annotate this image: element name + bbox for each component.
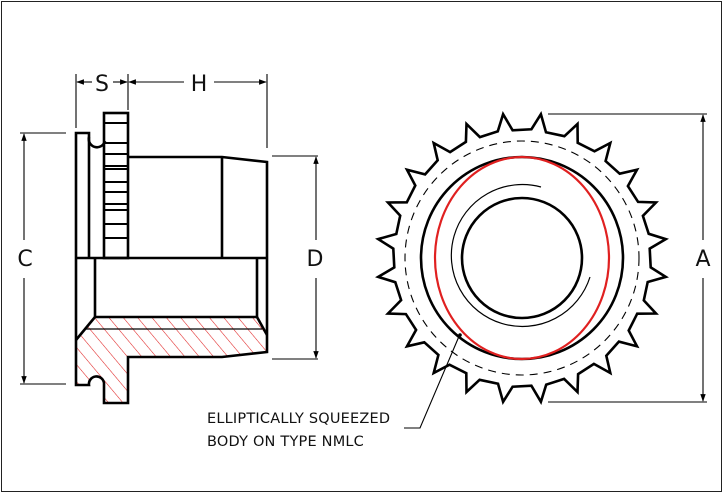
body-upper-outline — [128, 155, 269, 258]
dim-label-c: C — [17, 247, 32, 272]
groove-top — [87, 136, 107, 149]
section-hatch — [76, 317, 267, 403]
flange-outline — [74, 131, 91, 258]
dim-label-s: S — [95, 72, 109, 97]
thread-arc — [450, 183, 591, 328]
annotation-line-2: BODY ON TYPE NMLC — [207, 434, 364, 450]
bore-circle — [460, 196, 584, 320]
knurl-strip — [102, 111, 130, 260]
side-view — [74, 111, 269, 405]
bore-outline — [93, 258, 259, 319]
dim-label-a: A — [695, 247, 710, 272]
right-chamfer — [255, 316, 269, 336]
dim-label-d: D — [307, 247, 324, 272]
leader-dot — [458, 333, 462, 337]
annotation-leader — [404, 333, 461, 429]
section-outline — [74, 258, 269, 405]
dimension-lines-end — [548, 113, 707, 403]
dim-label-h: H — [191, 72, 208, 97]
dashed-pitch-circle — [404, 140, 640, 376]
squeezed-body-ellipse — [433, 155, 611, 361]
annotation-line-1: ELLIPTICALLY SQUEEZED — [207, 411, 390, 427]
knurled-outer-profile — [375, 111, 669, 405]
dimension-lines-side — [20, 74, 319, 385]
left-chamfer — [74, 316, 97, 341]
end-view — [375, 111, 669, 405]
knurl-lines — [104, 122, 128, 239]
